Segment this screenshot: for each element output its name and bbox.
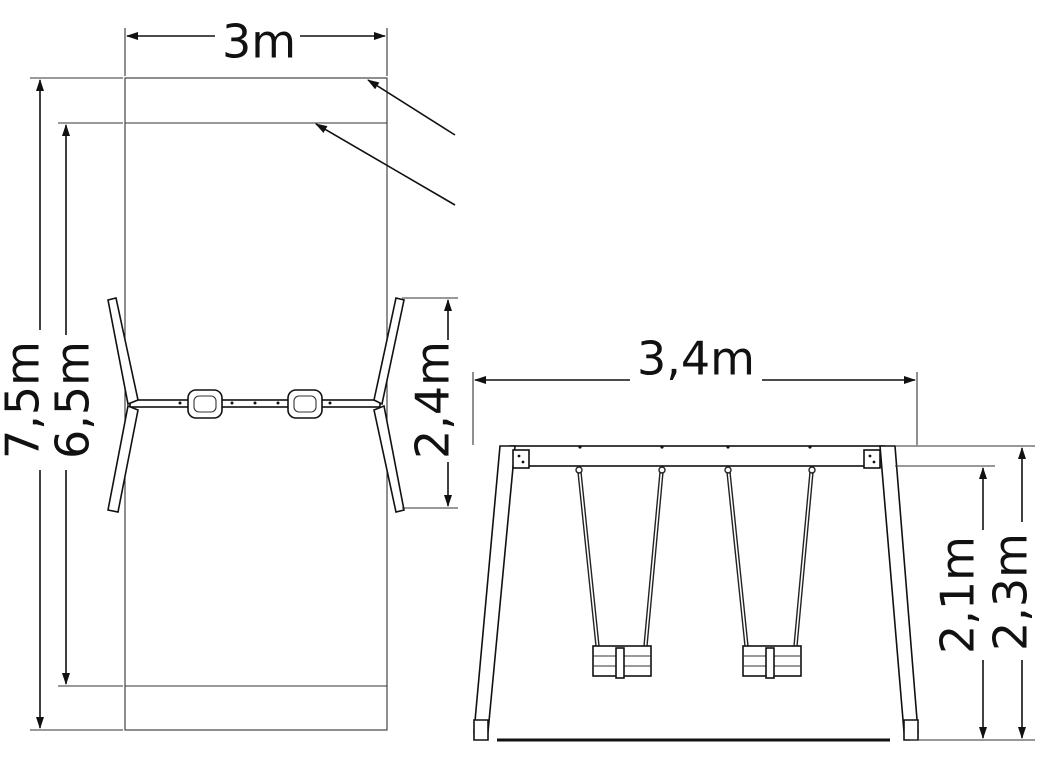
dim-label-front-width: 3,4m (637, 332, 755, 386)
seat-plan-right (287, 389, 323, 419)
plan-view: 3m 7,5m 6,5m (0, 15, 460, 731)
left-leg (473, 445, 530, 741)
dim-label-frame-width: 2,4m (406, 341, 460, 459)
dim-label-total-height: 2,3m (984, 533, 1038, 651)
swing-frame-plan (107, 297, 405, 513)
swing-seat-right (724, 466, 816, 679)
dim-label-total-length: 7,5m (0, 341, 50, 459)
dim-label-inner-height: 2,1m (931, 536, 985, 654)
swing-seat-left (575, 466, 666, 679)
front-view: 3,4m (472, 332, 1038, 742)
right-leg (863, 445, 919, 741)
top-beam (509, 445, 885, 467)
seat-plan-left (187, 389, 223, 419)
safety-zone-outer (124, 77, 388, 731)
leader-arrow-outer (367, 79, 456, 136)
dim-label-top-width: 3m (222, 15, 296, 69)
dim-label-safety-length: 6,5m (46, 341, 100, 459)
leader-arrow-inner (315, 123, 456, 206)
